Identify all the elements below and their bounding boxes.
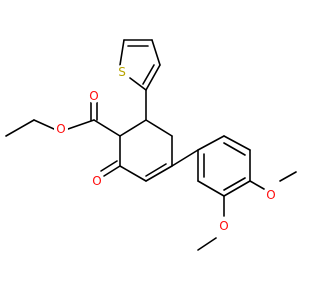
bond-ethyl-ch3 — [5, 119, 35, 137]
bond-ar-c4-c5-double — [223, 177, 246, 191]
bond-th-c3-c2-double — [142, 64, 155, 85]
ester-ether-oxygen: O — [54, 122, 68, 136]
bond-ar-c1-c2 — [197, 135, 225, 151]
atom-label-methoxy-para-o: O — [266, 188, 275, 202]
bond-th-c3-c2 — [145, 64, 161, 91]
molecule-structure: O O O S O O — [5, 39, 297, 251]
bonds — [5, 39, 297, 251]
bond-th-c2-s — [129, 77, 147, 91]
bond-c1-c6 — [119, 119, 147, 137]
methoxy-oxygen-meta: O — [217, 219, 231, 233]
bond-ar-c2-c3 — [223, 135, 251, 151]
bond-c6-c5 — [145, 119, 173, 137]
ketone-oxygen: O — [90, 174, 104, 188]
bond-c4-c3 — [145, 165, 173, 182]
bond-o-carbonyl-c — [67, 119, 95, 130]
bond-c3-c2 — [119, 165, 147, 182]
bond-ar-c2-c3-double — [223, 142, 246, 156]
bond-ethyl-ch2-o — [33, 119, 55, 130]
atom-label-ketone-o: O — [92, 174, 101, 188]
atom-label-ester-ether-o: O — [56, 122, 65, 136]
thiophene-sulfur: S — [115, 65, 129, 79]
bond-ar-c4-ome — [249, 180, 265, 190]
bond-ar-c4-c5 — [223, 180, 251, 197]
bond-carbonyl-c1 — [93, 119, 121, 137]
bond-th-s-c5 — [119, 39, 125, 66]
ester-carbonyl-oxygen: O — [87, 89, 101, 103]
bond-ome-para-ch3 — [279, 171, 297, 182]
bond-ar-c5-c6 — [197, 180, 225, 197]
bond-c4-c3-double — [145, 163, 167, 177]
bond-ome-meta-ch3 — [197, 237, 217, 251]
atom-labels: O O O S O O — [54, 65, 278, 233]
methoxy-oxygen-para: O — [264, 188, 278, 202]
bond-th-c4-c3 — [151, 39, 161, 66]
bond-c4-aryl — [171, 149, 199, 167]
atom-label-methoxy-meta-o: O — [219, 219, 228, 233]
atom-label-ester-carbonyl-o: O — [89, 89, 98, 103]
bond-ketone-b — [100, 160, 118, 172]
atom-label-thiophene-s: S — [118, 65, 126, 79]
bond-ketone-a — [103, 165, 121, 177]
